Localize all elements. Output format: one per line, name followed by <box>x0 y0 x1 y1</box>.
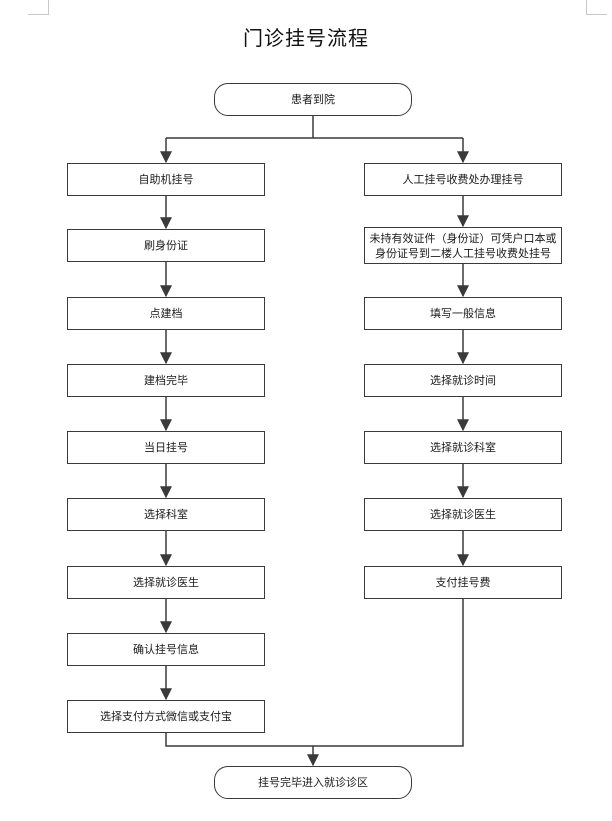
left-step-7: 选择就诊医生 <box>67 566 265 599</box>
right-step-2: 未持有效证件（身份证）可凭户口本或 身份证号到二楼人工挂号收费处挂号 <box>364 227 562 264</box>
left-step-3: 点建档 <box>67 297 265 330</box>
left-step-1: 自助机挂号 <box>67 163 265 196</box>
right-merge <box>313 599 464 747</box>
page-title: 门诊挂号流程 <box>243 26 369 50</box>
left-step-5-label: 当日挂号 <box>144 441 188 454</box>
left-merge <box>165 733 313 747</box>
right-step-4: 选择就诊时间 <box>364 364 562 397</box>
page-corner-mark-right <box>586 0 607 15</box>
left-step-5: 当日挂号 <box>67 431 265 464</box>
right-step-4-label: 选择就诊时间 <box>430 374 496 387</box>
left-step-9: 选择支付方式微信或支付宝 <box>67 700 265 733</box>
left-step-9-label: 选择支付方式微信或支付宝 <box>100 710 232 723</box>
right-step-6-label: 选择就诊医生 <box>430 508 496 521</box>
left-step-6: 选择科室 <box>67 498 265 531</box>
start-node: 患者到院 <box>214 83 412 116</box>
right-step-3: 填写一般信息 <box>364 297 562 330</box>
left-step-4: 建档完毕 <box>67 364 265 397</box>
right-step-7-label: 支付挂号费 <box>435 576 491 589</box>
start-node-label: 患者到院 <box>291 93 335 106</box>
end-node-label: 挂号完毕进入就诊诊区 <box>258 776 368 789</box>
left-step-2: 刷身份证 <box>67 229 265 262</box>
right-step-5-label: 选择就诊科室 <box>430 441 496 454</box>
right-step-6: 选择就诊医生 <box>364 498 562 531</box>
left-step-1-label: 自助机挂号 <box>138 173 194 186</box>
left-step-6-label: 选择科室 <box>144 508 188 521</box>
left-step-7-label: 选择就诊医生 <box>133 576 199 589</box>
right-step-3-label: 填写一般信息 <box>430 307 496 320</box>
left-step-4-label: 建档完毕 <box>144 374 188 387</box>
page-corner-mark-left <box>28 0 49 15</box>
right-step-1: 人工挂号收费处办理挂号 <box>364 163 562 196</box>
right-step-1-label: 人工挂号收费处办理挂号 <box>402 173 524 186</box>
end-node: 挂号完毕进入就诊诊区 <box>214 766 412 799</box>
right-step-7: 支付挂号费 <box>364 566 562 599</box>
left-step-8: 确认挂号信息 <box>67 633 265 666</box>
right-step-5: 选择就诊科室 <box>364 431 562 464</box>
right-step-2-label: 未持有效证件（身份证）可凭户口本或 身份证号到二楼人工挂号收费处挂号 <box>369 231 557 260</box>
left-step-8-label: 确认挂号信息 <box>133 643 199 656</box>
left-step-3-label: 点建档 <box>149 307 183 320</box>
left-step-2-label: 刷身份证 <box>144 239 188 252</box>
